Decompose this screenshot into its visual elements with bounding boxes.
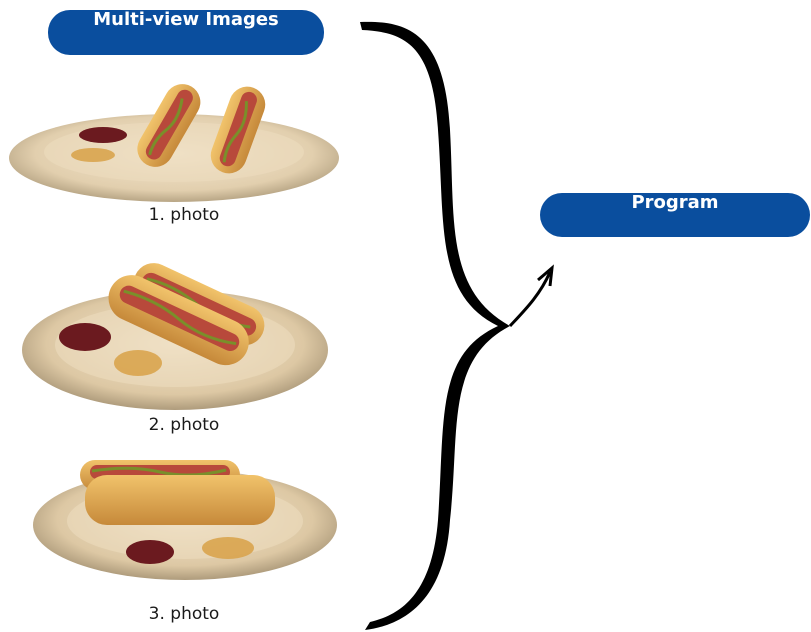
hotdog-plate-photo-1 (9, 84, 339, 202)
curly-brace-connector (360, 21, 554, 631)
hotdog-plate-photo-2 (22, 263, 328, 410)
photo-caption-1: 1. photo (148, 205, 220, 225)
multi-view-images-label: Multi-view Images (48, 10, 324, 55)
curly-brace-icon (360, 21, 510, 631)
arrow-icon (508, 271, 552, 328)
hotdog-plate-photo-3 (33, 460, 337, 580)
photo-caption-2: 2. photo (148, 415, 220, 435)
photo-caption-3: 3. photo (148, 604, 220, 624)
program-label: Program (540, 193, 810, 237)
